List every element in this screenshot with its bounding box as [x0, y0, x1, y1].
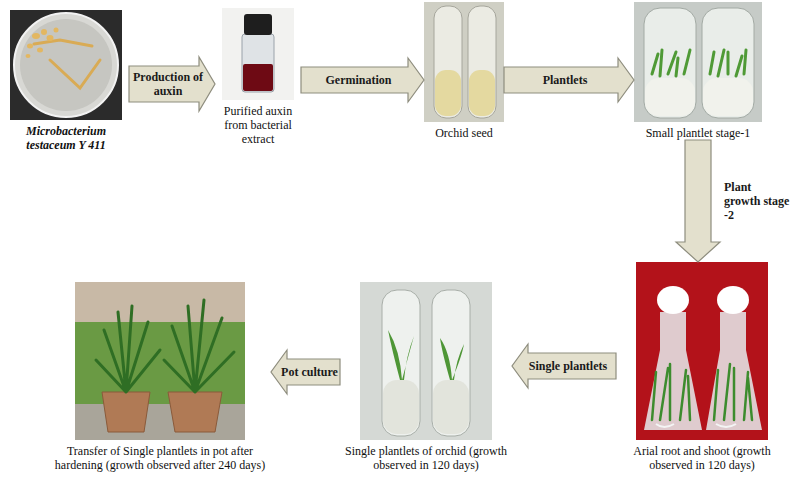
- node-caption: Orchid seed: [435, 126, 493, 140]
- node-caption: Purified auxin from bacterial extract: [216, 104, 300, 146]
- arrow-label: Germination: [326, 73, 392, 87]
- node-caption: Single plantlets of orchid (growth obser…: [341, 444, 511, 472]
- vial-glass: [242, 34, 274, 92]
- photo-ground: [360, 282, 492, 440]
- colony: [27, 44, 33, 49]
- colony: [26, 54, 31, 58]
- block-arrow: [504, 58, 634, 102]
- vial-cap: [244, 14, 272, 35]
- block-arrow: [301, 58, 424, 102]
- photo-node: Purified auxin from bacterial extract: [215, 8, 301, 146]
- test-tube: [468, 6, 496, 118]
- flasks-photo: [636, 262, 768, 440]
- colony: [37, 48, 43, 53]
- building: [75, 282, 245, 322]
- colony: [54, 28, 59, 33]
- arrow-label: Single plantlets: [529, 359, 607, 373]
- photo-node: Transfer of Single plantlets in pot afte…: [49, 282, 271, 472]
- block-arrow: [129, 57, 215, 111]
- auxin-liquid: [243, 64, 273, 91]
- cotton-plug: [657, 286, 689, 314]
- node-caption: Arial root and shoot (growth observed in…: [617, 444, 787, 472]
- bacterial-colonies: [26, 28, 59, 59]
- shoots: [652, 364, 752, 420]
- photo-ground: [10, 10, 122, 120]
- plantlet-tubes-photo: [634, 2, 762, 122]
- photo-ground: [636, 262, 768, 440]
- colony: [41, 29, 47, 35]
- arrow-label: Plantlets: [543, 73, 588, 87]
- block-arrow: [676, 140, 720, 262]
- photo-ground: [75, 282, 245, 440]
- culture-medium: [435, 70, 461, 116]
- culture-tube: [382, 290, 420, 436]
- photo-node: Single plantlets of orchid (growth obser…: [340, 282, 512, 472]
- photo-ground: [222, 8, 294, 100]
- orchid-leaves: [96, 300, 234, 392]
- block-arrow: [271, 350, 340, 394]
- culture-medium: [703, 78, 753, 116]
- culture-medium: [383, 380, 419, 434]
- petri-dish-photo: [10, 10, 122, 120]
- photo-node: Arial root and shoot (growth observed in…: [616, 262, 788, 472]
- culture-medium: [469, 70, 495, 116]
- seed-tubes-photo: [424, 2, 504, 122]
- test-tube: [434, 6, 462, 118]
- block-arrow: [512, 344, 616, 388]
- node-caption: Microbacterium testaceum Y 411: [4, 124, 128, 152]
- photo-node: Orchid seed: [424, 2, 504, 140]
- node-caption: Transfer of Single plantlets in pot afte…: [50, 444, 270, 472]
- culture-tube: [432, 290, 470, 436]
- plantlets: [652, 50, 746, 76]
- single-plantlet-photo: [360, 282, 492, 440]
- arrow-label: Pot culture: [281, 365, 338, 379]
- photo-node: Small plantlet stage-1: [634, 2, 762, 140]
- arrow-label: Production of auxin: [130, 70, 206, 98]
- culture-medium: [645, 78, 695, 116]
- aerial-roots: [656, 424, 736, 427]
- photo-ground: [634, 2, 762, 122]
- potted-orchid-photo: [75, 282, 245, 440]
- culture-medium: [433, 380, 469, 434]
- colony: [47, 35, 54, 41]
- paving: [75, 404, 245, 440]
- dish-rim: [14, 13, 118, 117]
- flower-pot: [168, 392, 222, 432]
- colony: [32, 33, 40, 39]
- bacterial-streak: [34, 40, 100, 88]
- agar: [20, 19, 112, 111]
- node-caption: Small plantlet stage-1: [646, 126, 751, 140]
- orchid-plantlet: [440, 338, 464, 380]
- orchid-plantlet: [388, 330, 414, 380]
- vial-photo: [222, 8, 294, 100]
- arrow-label: Plant growth stage -2: [724, 180, 790, 222]
- photo-node: Microbacterium testaceum Y 411: [3, 10, 129, 152]
- flower-pot: [102, 392, 150, 432]
- photo-ground: [424, 2, 504, 122]
- cotton-plug: [717, 286, 749, 314]
